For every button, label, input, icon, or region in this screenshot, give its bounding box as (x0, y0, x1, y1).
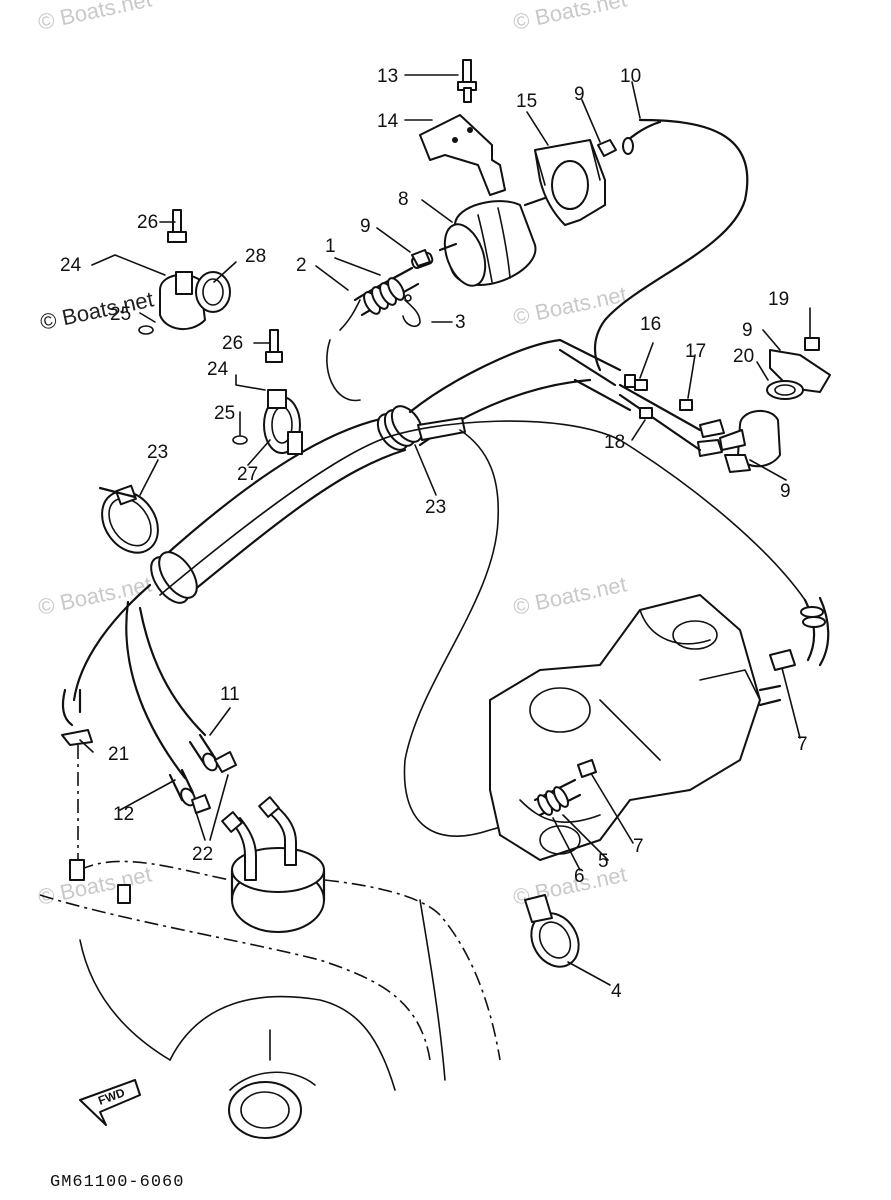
watermark: © Boats.net (36, 0, 154, 35)
fuel-lines (61, 118, 806, 860)
watermark: © Boats.net (36, 571, 154, 619)
callout-6: 6 (574, 866, 585, 887)
callout-17: 13 (377, 66, 398, 87)
hose-clamp-lower (232, 329, 303, 455)
callout-9-lower: 9 (360, 216, 371, 237)
callout-2: 2 (296, 255, 307, 276)
callout-25-lower: 25 (214, 403, 235, 424)
fuel-tank (39, 860, 501, 1139)
callout-9-upper: 9 (574, 84, 585, 105)
callout-13: 11 (220, 684, 240, 705)
fuel-pickup (221, 796, 326, 933)
fuel-filter-8 (411, 196, 547, 287)
watermark: © Boats.net (36, 861, 154, 909)
callout-23-lower: 22 (192, 844, 213, 865)
callout-4: 4 (611, 981, 622, 1002)
vent-hose-elbow (769, 596, 830, 671)
callout-26-upper: 26 (137, 212, 158, 233)
callout-18: 15 (516, 91, 537, 112)
clamp-23 (61, 729, 131, 904)
callout-22: 23 (147, 442, 168, 463)
filter-bracket-18 (534, 139, 606, 226)
callout-5: 5 (598, 851, 609, 872)
callout-10: 9 (780, 481, 791, 502)
bracket-16 (419, 114, 506, 196)
leader-lines (79, 74, 811, 986)
hose-clamp-9 (411, 139, 617, 267)
callout-21: 23 (425, 497, 446, 518)
hose-6 (533, 759, 597, 817)
watermark: © Boats.net (511, 281, 629, 329)
callout-14: 12 (113, 804, 134, 825)
callout-15-lower: 18 (604, 432, 625, 453)
watermark-dark: © Boats.net (38, 286, 156, 334)
callout-19: 19 (768, 289, 789, 310)
bolt-17 (457, 59, 477, 103)
callout-24-upper: 24 (60, 255, 82, 276)
watermark: © Boats.net (511, 571, 629, 619)
callout-12: 10 (620, 66, 641, 87)
band-clamp-4 (524, 894, 580, 968)
callout-24-lower: 24 (207, 359, 229, 380)
vent-valve-assembly (618, 337, 831, 473)
callout-20: 20 (733, 346, 754, 367)
callout-26-lower: 26 (222, 333, 243, 354)
callout-25-upper: 25 (110, 304, 131, 325)
forward-arrow-icon: FWD (79, 1079, 141, 1126)
callout-7-right: 7 (797, 734, 808, 755)
engine-block (489, 594, 782, 861)
callout-3: 3 (455, 312, 466, 333)
drawing-code: GM61100-6060 (50, 1173, 184, 1192)
callout-7-lower: 7 (633, 836, 644, 857)
hose-12 (622, 120, 662, 155)
watermark: © Boats.net (511, 0, 629, 35)
callout-23-left: 21 (108, 744, 129, 765)
filler-hose-21 (150, 338, 592, 604)
callout-labels: 13 14 15 9 10 8 9 1 2 3 26 28 24 25 26 2… (60, 66, 808, 1002)
hoses-13-14 (168, 733, 237, 814)
callout-1: 1 (325, 236, 336, 257)
callout-27: 27 (237, 464, 258, 485)
callout-11: 9 (742, 320, 753, 341)
tank-filler-neck (228, 1081, 302, 1139)
callout-15-right: 17 (685, 341, 706, 362)
callout-28: 28 (245, 246, 266, 267)
callout-15-left: 16 (640, 314, 661, 335)
callout-8: 8 (398, 189, 409, 210)
callout-16: 14 (377, 111, 399, 132)
band-clamp-22 (98, 484, 159, 554)
hose-assembly-1-2 (353, 266, 421, 328)
